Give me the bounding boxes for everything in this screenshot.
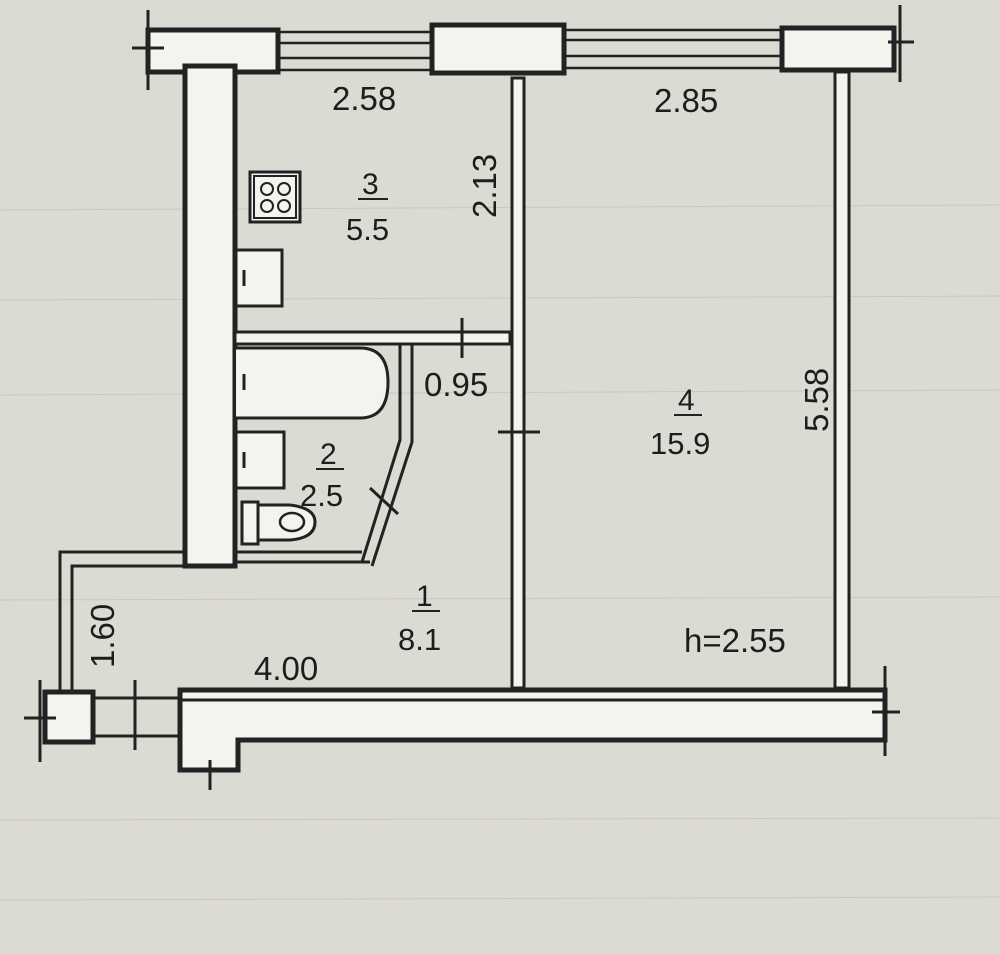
dim-hall-depth: 1.60 — [84, 604, 121, 668]
room-area: 8.1 — [398, 622, 441, 657]
toilet-icon — [240, 500, 317, 546]
kitchen-sink-icon — [234, 248, 284, 308]
room-number: 4 — [678, 384, 695, 417]
hall-outline — [58, 550, 185, 692]
room-area: 15.9 — [650, 426, 710, 461]
room-number: 2 — [320, 438, 337, 471]
room-number: 3 — [362, 168, 379, 201]
dim-room-depth: 5.58 — [798, 368, 835, 432]
stove-icon — [248, 170, 302, 224]
dim-hall-length: 4.00 — [254, 650, 318, 687]
central-wall — [182, 63, 238, 569]
window-left — [278, 30, 432, 72]
bottom-wall — [24, 666, 900, 790]
room-number: 1 — [416, 580, 433, 613]
ceiling-height: h=2.55 — [684, 622, 786, 659]
room-label-4: 4 15.9 — [650, 384, 710, 461]
window-right — [564, 28, 782, 70]
dim-room-width: 2.85 — [654, 82, 718, 119]
bathtub-icon — [236, 346, 390, 420]
room-area: 5.5 — [346, 212, 389, 247]
room-label-1: 1 8.1 — [398, 580, 441, 657]
dim-bath-passage: 0.95 — [424, 366, 488, 403]
dim-kitchen-depth: 2.13 — [466, 154, 503, 218]
bathroom-wall — [236, 344, 414, 567]
top-wall — [132, 5, 914, 90]
dim-kitchen-width: 2.58 — [332, 80, 396, 117]
room-label-3: 3 5.5 — [346, 168, 389, 247]
paper-texture — [0, 204, 1000, 901]
room-right-wall — [833, 70, 851, 690]
room-area: 2.5 — [300, 478, 343, 513]
kitchen-bath-wall — [233, 330, 512, 346]
room-partition — [510, 76, 526, 690]
washbasin-icon — [234, 430, 286, 490]
room-label-2: 2 2.5 — [300, 438, 344, 513]
